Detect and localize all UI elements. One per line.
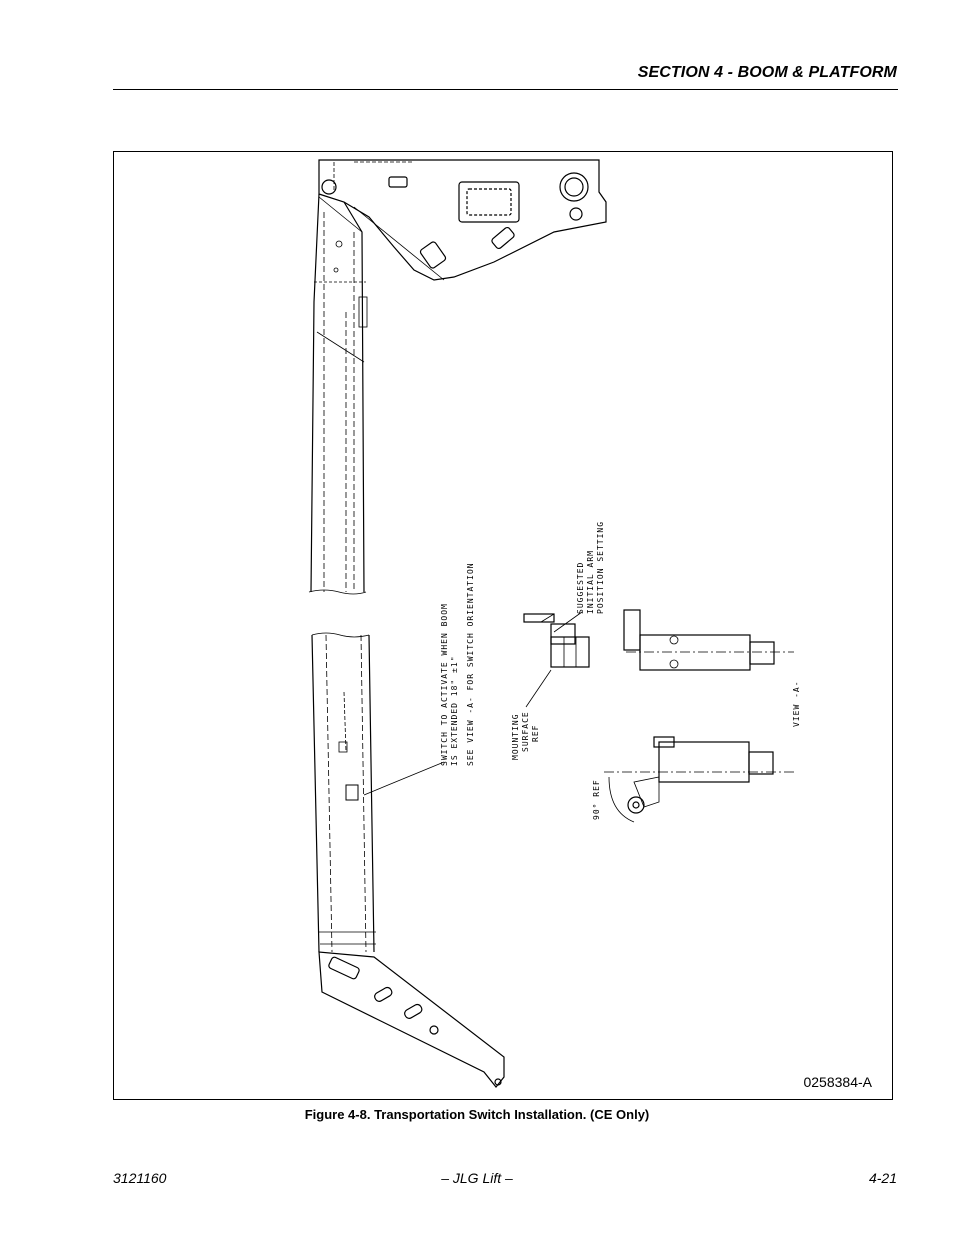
footer-company: – JLG Lift – [441,1170,513,1186]
view-a-label: VIEW -A- [792,680,801,727]
header-rule [113,89,898,90]
section-title: SECTION 4 - BOOM & PLATFORM [637,64,897,81]
switch-note-line2: IS EXTENDED 18" ±1" [450,655,459,766]
switch-note-line1: SWITCH TO ACTIVATE WHEN BOOM [440,603,449,766]
mounting-note-line3: REF [531,725,540,742]
suggested-note-line2: INITIAL ARM [586,550,595,614]
footer-doc-number: 3121160 [113,1170,167,1186]
mounting-note-line2: SURFACE [521,711,530,752]
rotator-circle [559,172,589,202]
see-view-note: SEE VIEW -A- FOR SWITCH ORIENTATION [466,562,475,766]
platform-support-plate [318,159,607,281]
footer-page-number: 4-21 [868,1170,897,1186]
mounting-note-line1: MOUNTING [511,713,520,760]
lower-bracket [318,951,505,1088]
suggested-note-line1: SUGGESTED [576,562,585,614]
view-a-switch-body [623,609,641,651]
suggested-note-line3: POSITION SETTING [596,521,605,614]
boom-drawing: SWITCH TO ACTIVATE WHEN BOOM IS EXTENDED… [308,159,801,1088]
support-cutout [458,181,520,223]
figure-frame: SWITCH TO ACTIVATE WHEN BOOM IS EXTENDED… [113,151,893,1100]
figure-caption: Figure 4-8. Transportation Switch Instal… [304,1107,650,1122]
lower-boom-section [311,634,375,953]
transport-switch [345,784,359,801]
drawing-number: 0258384-A [803,1074,872,1090]
angle-ref-label: 90° REF [592,779,601,820]
upper-boom-section [310,193,365,593]
